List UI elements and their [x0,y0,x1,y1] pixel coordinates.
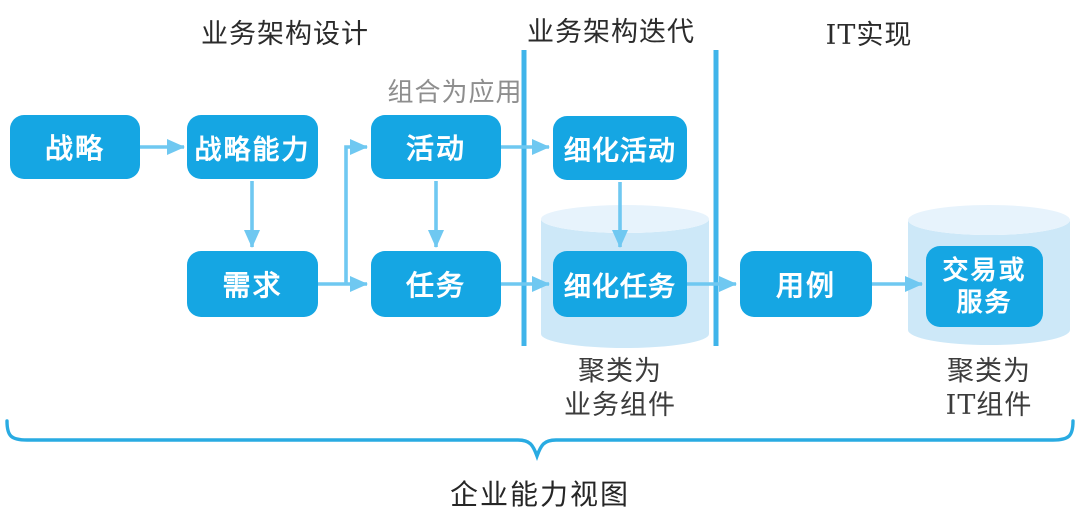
node-requirement-label: 需求 [222,270,283,301]
node-refined-activity: 细化活动 [553,116,687,180]
node-activity-label: 活动 [405,133,466,164]
node-activity: 活动 [371,115,501,179]
transaction-line-2: 服务 [956,286,1013,317]
flow-arrows [140,139,923,292]
lane-header-it-implementation: IT实现 [825,20,913,51]
node-refined-activity-label: 细化活动 [564,135,676,166]
node-refined-task: 细化任务 [553,251,687,317]
node-task: 任务 [371,251,501,317]
cluster-into-business-components-label: 聚类为 业务组件 [564,355,676,423]
arrow-requirement-to-activity [344,139,368,284]
node-use-case: 用例 [740,251,872,317]
cylinder-top [541,205,709,233]
node-transaction-or-service: 交易或 服务 [926,246,1043,327]
compose-into-application-label: 组合为应用 [387,78,523,108]
cylinder-top [908,205,1070,235]
cluster-it-line-1: 聚类为 [947,356,1031,387]
cluster-into-it-components-label: 聚类为 IT组件 [946,355,1033,423]
cluster-it-line-2: IT组件 [945,390,1033,421]
lane-header-business-architecture-iteration: 业务架构迭代 [527,17,695,48]
node-task-label: 任务 [405,270,466,301]
lane-header-business-architecture-design: 业务架构设计 [201,19,369,50]
node-requirement: 需求 [187,251,318,317]
enterprise-capability-view-caption: 企业能力视图 [449,478,631,511]
node-strategy-label: 战略 [44,133,105,164]
transaction-line-1: 交易或 [942,254,1027,285]
node-strategy: 战略 [10,115,140,179]
node-refined-task-label: 细化任务 [564,271,676,302]
node-strategic-capability-label: 战略能力 [194,134,311,165]
cluster-business-line-2: 业务组件 [564,390,676,421]
cluster-business-line-1: 聚类为 [578,356,662,387]
node-transaction-or-service-label: 交易或 服务 [942,255,1026,318]
node-strategic-capability: 战略能力 [187,115,318,179]
node-use-case-label: 用例 [775,270,836,301]
capability-view-brace [5,419,1075,461]
